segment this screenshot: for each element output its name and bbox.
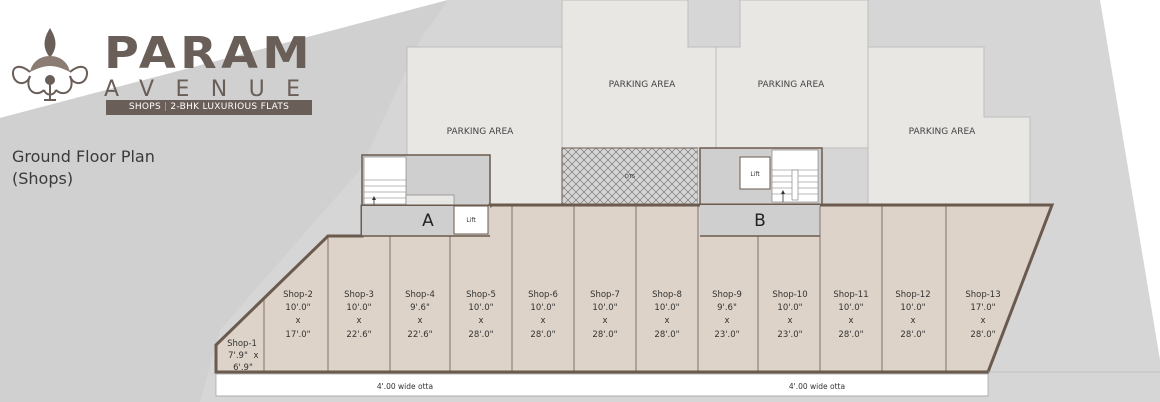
shop-4-width: 9'.6" [410, 303, 430, 313]
shop-8-x: x [664, 316, 669, 326]
shop-3-name: Shop-3 [344, 290, 374, 300]
otta-label-right: 4'.00 wide otta [789, 382, 845, 391]
shop-10: Shop-10 10'.0" x 23'.0" [772, 290, 807, 340]
shop-5-name: Shop-5 [466, 290, 496, 300]
shop-12-width: 10'.0" [900, 303, 925, 313]
shop-5-x: x [478, 316, 483, 326]
shop-7: Shop-7 10'.0" x 28'.0" [590, 290, 620, 340]
shop-11-depth: 28'.0" [838, 330, 863, 340]
tagline-separator: | [164, 102, 168, 112]
shop-2-x: x [295, 316, 300, 326]
shop-1-depth: 6'.9" [233, 363, 253, 373]
shop-2: Shop-2 10'.0" x 17'.0" [283, 290, 313, 340]
shop-7-depth: 28'.0" [592, 330, 617, 340]
shop-11-name: Shop-11 [833, 290, 868, 300]
otta-label-left: 4'.00 wide otta [377, 382, 433, 391]
ots-duct [561, 147, 699, 205]
shop-11-x: x [848, 316, 853, 326]
shop-9: Shop-9 9'.6" x 23'.0" [712, 290, 742, 340]
shop-7-x: x [602, 316, 607, 326]
shop-5-width: 10'.0" [468, 303, 493, 313]
shop-1-width: 7'.9" [228, 351, 248, 361]
shop-2-depth: 17'.0" [285, 330, 310, 340]
shop-6-width: 10'.0" [530, 303, 555, 313]
brand-tagline: SHOPS|2-BHK LUXURIOUS FLATS [106, 100, 312, 115]
shop-5: Shop-5 10'.0" x 28'.0" [466, 290, 496, 340]
shop-6-depth: 28'.0" [530, 330, 555, 340]
shop-12-depth: 28'.0" [900, 330, 925, 340]
shop-13: Shop-13 17'.0" x 28'.0" [965, 290, 1000, 340]
shop-9-x: x [724, 316, 729, 326]
shop-3-width: 10'.0" [346, 303, 371, 313]
shop-7-name: Shop-7 [590, 290, 620, 300]
shop-6: Shop-6 10'.0" x 28'.0" [528, 290, 558, 340]
shop-2-name: Shop-2 [283, 290, 313, 300]
parking-label-1: PARKING AREA [447, 127, 514, 137]
parking-label-4: PARKING AREA [909, 127, 976, 137]
shop-4-depth: 22'.6" [407, 330, 432, 340]
block-b-label-top: B [754, 211, 766, 231]
shop-13-depth: 28'.0" [970, 330, 995, 340]
shop-10-depth: 23'.0" [777, 330, 802, 340]
parking-label-2: PARKING AREA [609, 80, 676, 90]
shop-11: Shop-11 10'.0" x 28'.0" [833, 290, 868, 340]
shop-3: Shop-3 10'.0" x 22'.6" [344, 290, 374, 340]
shop-13-x: x [980, 316, 985, 326]
shop-7-width: 10'.0" [592, 303, 617, 313]
shop-4: Shop-4 9'.6" x 22'.6" [405, 290, 435, 340]
shop-5-depth: 28'.0" [468, 330, 493, 340]
plan-title-line2: (Shops) [12, 169, 74, 188]
stair-a-flight [363, 156, 407, 210]
shop-8-name: Shop-8 [652, 290, 682, 300]
brand-ornament-logo [12, 28, 88, 101]
lift-a-label-top: Lift [466, 217, 476, 224]
shop-8-width: 10'.0" [654, 303, 679, 313]
shop-9-depth: 23'.0" [714, 330, 739, 340]
shops-band [214, 203, 1055, 374]
ots-label: OTS [625, 174, 635, 180]
otta-strip [215, 373, 989, 397]
shop-dividers [263, 206, 947, 372]
shop-1-x: x [253, 351, 258, 361]
shop-12: Shop-12 10'.0" x 28'.0" [895, 290, 930, 340]
shop-3-x: x [356, 316, 361, 326]
plan-title-line1: Ground Floor Plan [12, 147, 155, 166]
shop-12-name: Shop-12 [895, 290, 930, 300]
shop-4-name: Shop-4 [405, 290, 435, 300]
tagline-flats: 2-BHK LUXURIOUS FLATS [170, 102, 290, 112]
shop-10-name: Shop-10 [772, 290, 807, 300]
shop-10-x: x [787, 316, 792, 326]
shop-2-width: 10'.0" [285, 303, 310, 313]
brand-name-top: PARAM [104, 28, 314, 79]
shop-9-name: Shop-9 [712, 290, 742, 300]
parking-label-3: PARKING AREA [758, 80, 825, 90]
lift-b-label: Lift [750, 171, 760, 178]
shop-9-width: 9'.6" [717, 303, 737, 313]
lift-b [739, 156, 771, 190]
tagline-shops: SHOPS [128, 102, 162, 112]
shop-3-depth: 22'.6" [346, 330, 371, 340]
shop-1: Shop-1 7'.9" x 6'.9" [227, 339, 258, 373]
shop-13-width: 17'.0" [970, 303, 995, 313]
shop-8: Shop-8 10'.0" x 28'.0" [652, 290, 682, 340]
block-a-label-top: A [422, 211, 434, 231]
shop-10-width: 10'.0" [777, 303, 802, 313]
shop-11-width: 10'.0" [838, 303, 863, 313]
shop-6-name: Shop-6 [528, 290, 558, 300]
shop-12-x: x [910, 316, 915, 326]
shop-13-name: Shop-13 [965, 290, 1000, 300]
shop-1-name: Shop-1 [227, 339, 257, 349]
shop-6-x: x [540, 316, 545, 326]
shop-4-x: x [417, 316, 422, 326]
shop-8-depth: 28'.0" [654, 330, 679, 340]
plan-title: Ground Floor Plan (Shops) [12, 146, 155, 190]
